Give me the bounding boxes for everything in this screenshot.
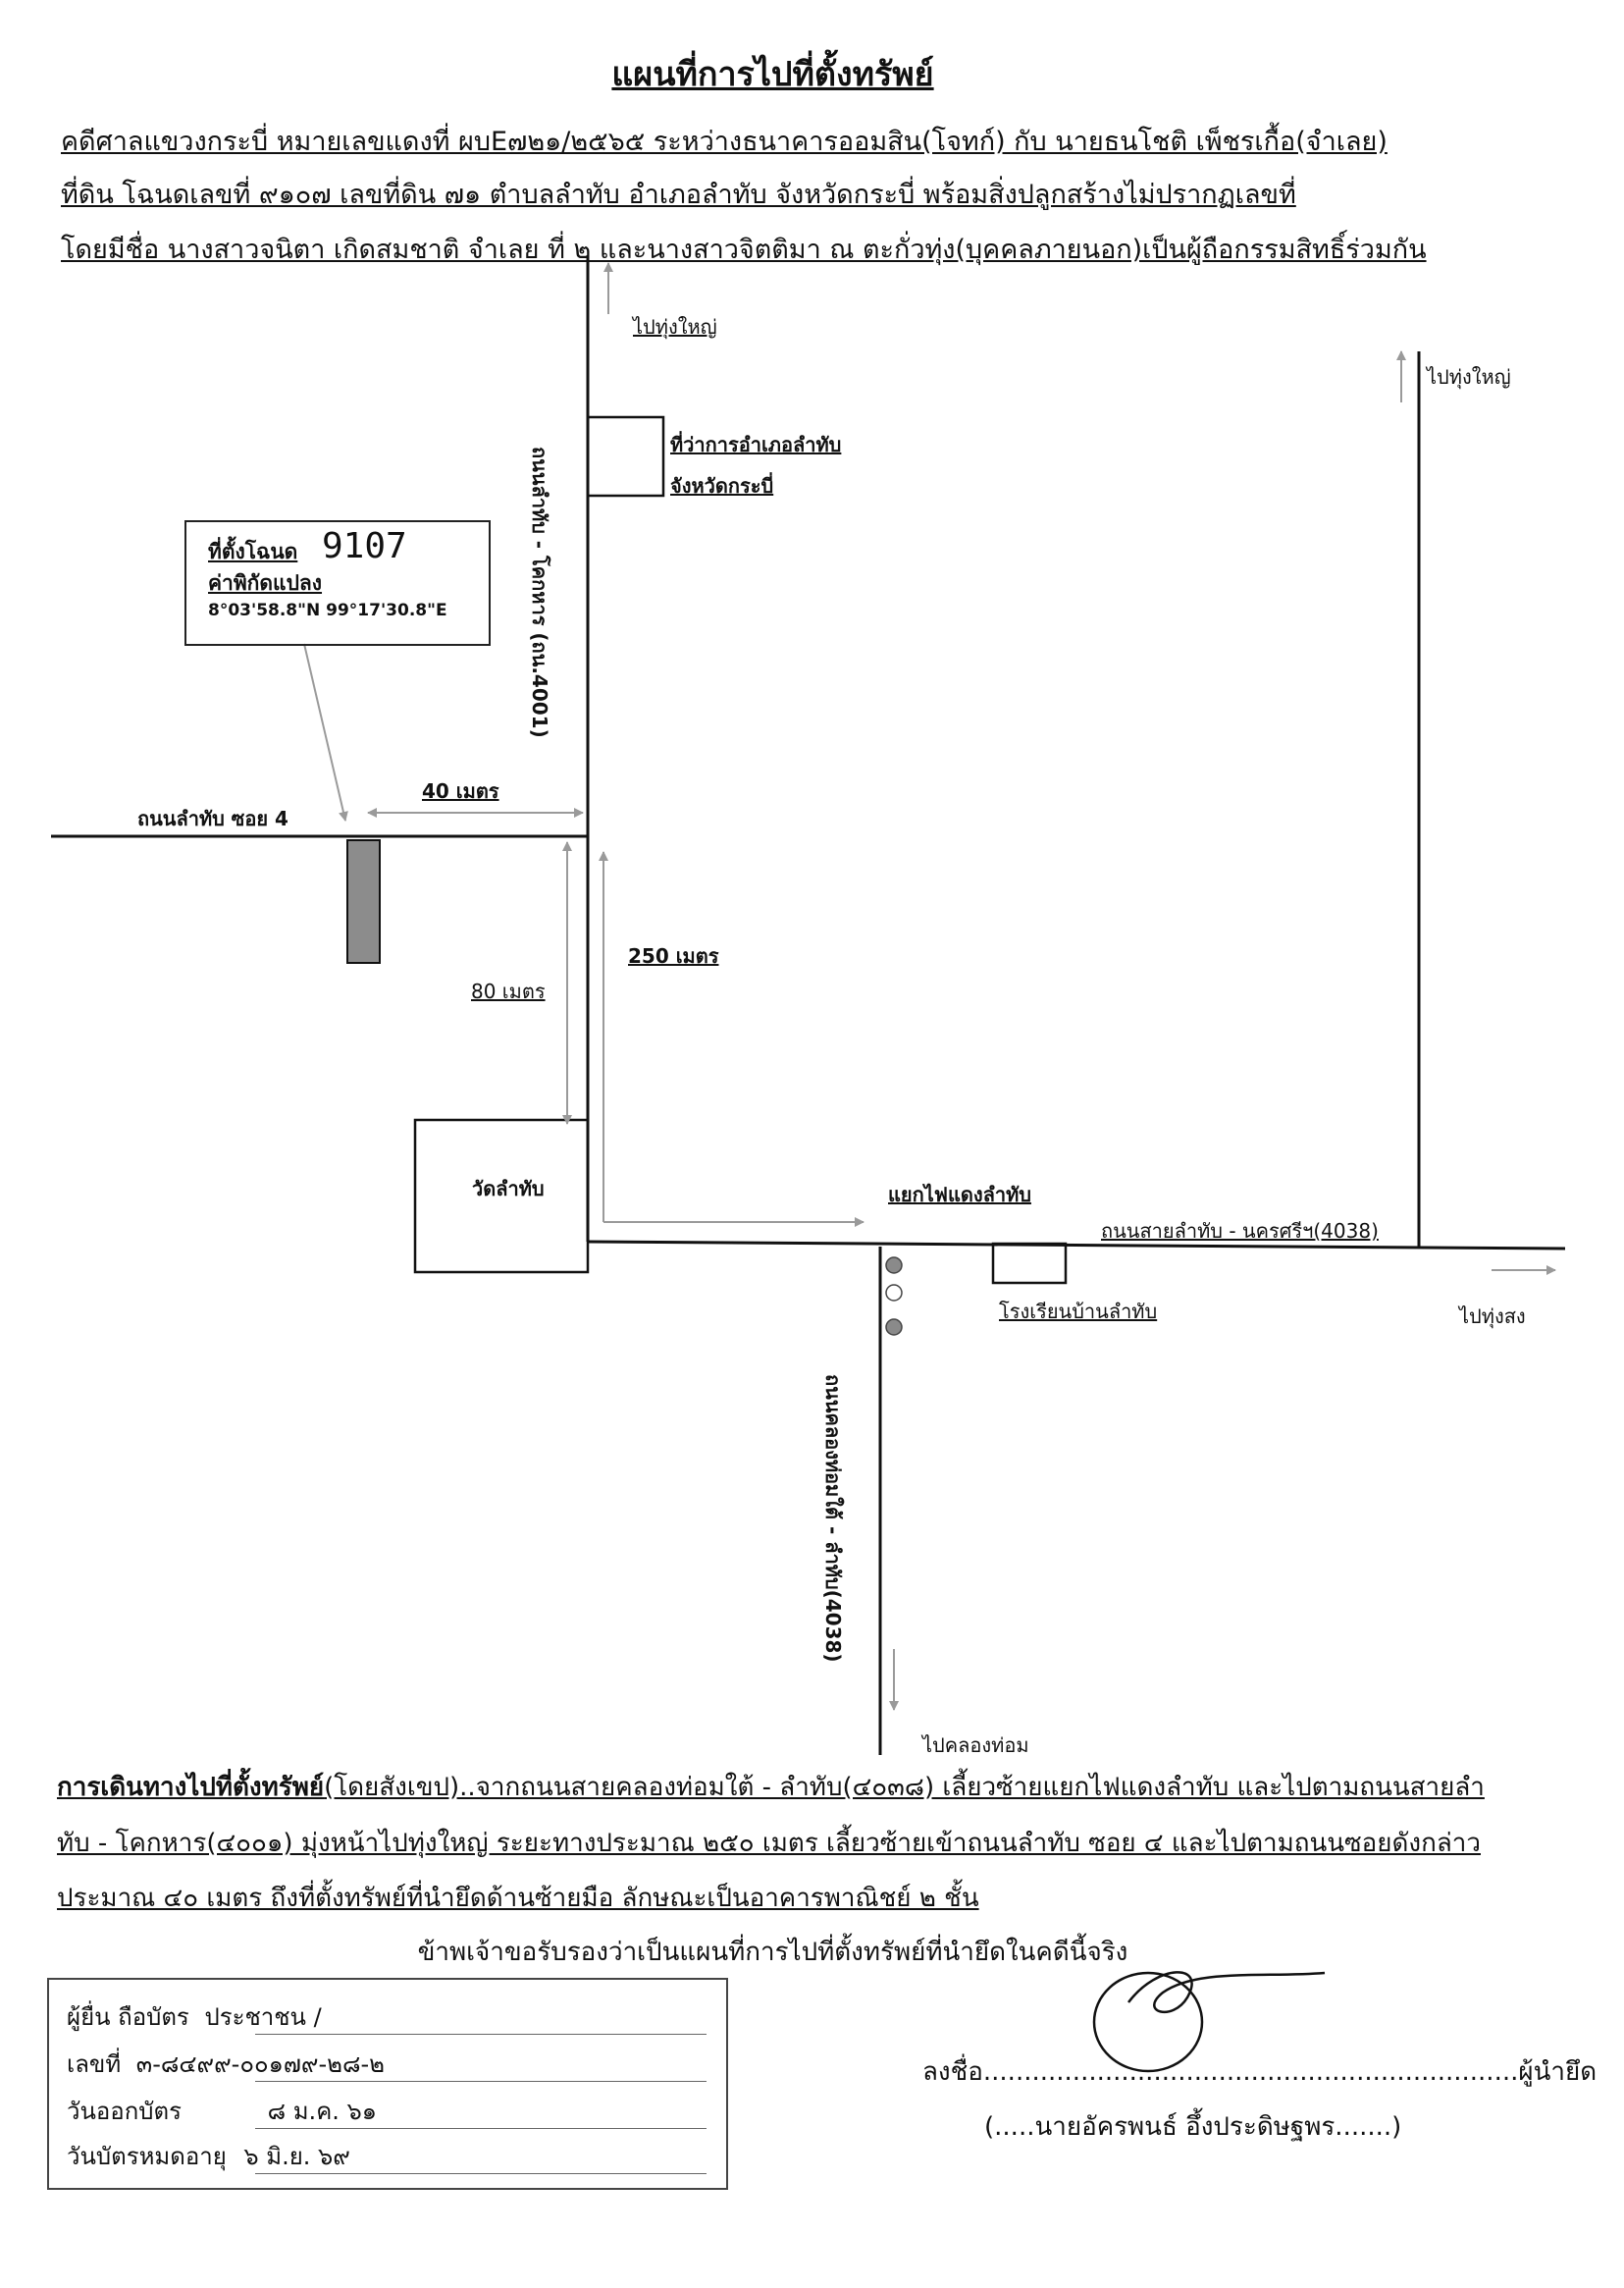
directions-line-3: ประมาณ ๔๐ เมตร ถึงที่ตั้งทรัพย์ที่นำยึดด… — [57, 1884, 979, 1913]
label-to-thung-yai-right: ไปทุ่งใหญ่ — [1427, 365, 1511, 389]
label-district-office: ที่ว่าการอำเภอลำทับ — [670, 433, 842, 456]
id-line-3 — [255, 2128, 707, 2129]
deed-location-label: ที่ตั้งโฉนด — [208, 540, 298, 563]
label-to-khlong-thom: ไปคลองท่อม — [922, 1733, 1029, 1757]
leader-to-plot — [303, 643, 348, 822]
id-issued-value: ๘ ม.ค. ๖๑ — [267, 2098, 377, 2125]
id-number-row: เลขที่ ๓-๘๔๙๙-๐๐๑๗๙-๒๘-๒ — [67, 2050, 385, 2078]
label-road-4038-east: ถนนสายลำทับ - นครศรีฯ(4038) — [1101, 1219, 1379, 1243]
label-dist-250: 250 เมตร — [628, 944, 719, 968]
owner-line: โดยมีชื่อ นางสาวจนิตา เกิดสมชาติ จำเลย ท… — [61, 235, 1427, 265]
label-road-4038-south: ถนนคลองท่อมใต้ - ลำทับ(4038) — [821, 1374, 845, 1663]
id-expiry-row: วันบัตรหมดอายุ ๖ มิ.ย. ๖๙ — [67, 2143, 350, 2170]
traffic-light-yellow — [885, 1284, 903, 1302]
temple-box — [413, 1118, 590, 1274]
label-school: โรงเรียนบ้านลำทับ — [999, 1300, 1158, 1323]
school-box — [991, 1242, 1068, 1285]
district-office-box — [586, 415, 665, 498]
page-title: แผนที่การไปที่ตั้งทรัพย์ — [611, 55, 934, 94]
id-line-4 — [255, 2173, 707, 2174]
label-dist-40: 40 เมตร — [422, 779, 499, 803]
signature-mark — [1092, 1971, 1326, 2073]
signature-role: ผู้นำยึด — [1518, 2057, 1598, 2087]
coordinate-box: ที่ตั้งโฉนด 9107 ค่าพิกัดแปลง 8°03'58.8"… — [184, 520, 491, 646]
label-to-thung-yai-top: ไปทุ่งใหญ่ — [633, 315, 717, 339]
certification-text: ข้าพเจ้าขอรับรองว่าเป็นแผนที่การไปที่ตั้… — [417, 1938, 1128, 1967]
id-holder-value: ประชาชน / — [204, 2003, 322, 2031]
signer-name: (.....นายอัครพนธ์ อึ้งประดิษฐพร.......) — [984, 2112, 1402, 2142]
traffic-light-red — [885, 1256, 903, 1274]
deed-number-handwritten: 9107 — [322, 526, 407, 566]
label-district-province: จังหวัดกระบี่ — [670, 474, 774, 498]
id-issued-row: วันออกบัตร ๘ ม.ค. ๖๑ — [67, 2098, 377, 2125]
id-holder-row: ผู้ยื่น ถือบัตร ประชาชน / — [67, 2003, 322, 2031]
label-road-4001: ถนนลำทับ - โคกหาร (ถน.4001) — [528, 447, 551, 738]
id-line-1 — [255, 2034, 707, 2035]
label-to-thung-song: ไปทุ่งสง — [1459, 1304, 1526, 1328]
label-temple: วัดลำทับ — [472, 1177, 545, 1200]
id-card-box: ผู้ยื่น ถือบัตร ประชาชน / เลขที่ ๓-๘๔๙๙-… — [47, 1978, 728, 2190]
label-dist-80: 80 เมตร — [471, 980, 546, 1003]
id-line-2 — [255, 2081, 707, 2082]
id-number-value: ๓-๘๔๙๙-๐๐๑๗๙-๒๘-๒ — [135, 2050, 385, 2078]
case-line: คดีศาลแขวงกระบี่ หมายเลขแดงที่ ผบE๗๒๑/๒๕… — [61, 127, 1388, 157]
coordinate-label: ค่าพิกัดแปลง — [208, 571, 323, 595]
property-plot — [346, 839, 381, 964]
land-line: ที่ดิน โฉนดเลขที่ ๙๑๐๗ เลขที่ดิน ๗๑ ตำบล… — [61, 180, 1296, 210]
label-soi-4: ถนนลำทับ ซอย 4 — [137, 807, 288, 830]
signature-line: ลงชื่อ..................................… — [922, 2057, 1598, 2087]
directions-line-2: ทับ - โคกหาร(๔๐๐๑) มุ่งหน้าไปทุ่งใหญ่ ระ… — [57, 1829, 1481, 1858]
id-expiry-value: ๖ มิ.ย. ๖๙ — [243, 2143, 350, 2170]
traffic-light-green — [885, 1318, 903, 1336]
directions-heading: การเดินทางไปที่ตั้งทรัพย์ — [57, 1773, 325, 1802]
label-traffic-light: แยกไฟแดงลำทับ — [888, 1183, 1031, 1206]
directions-line-1: การเดินทางไปที่ตั้งทรัพย์(โดยสังเขป)..จา… — [57, 1773, 1485, 1802]
road-lamthap-nakhonsi — [587, 1240, 1566, 1250]
coordinates-value: 8°03'58.8"N 99°17'30.8"E — [208, 601, 447, 620]
